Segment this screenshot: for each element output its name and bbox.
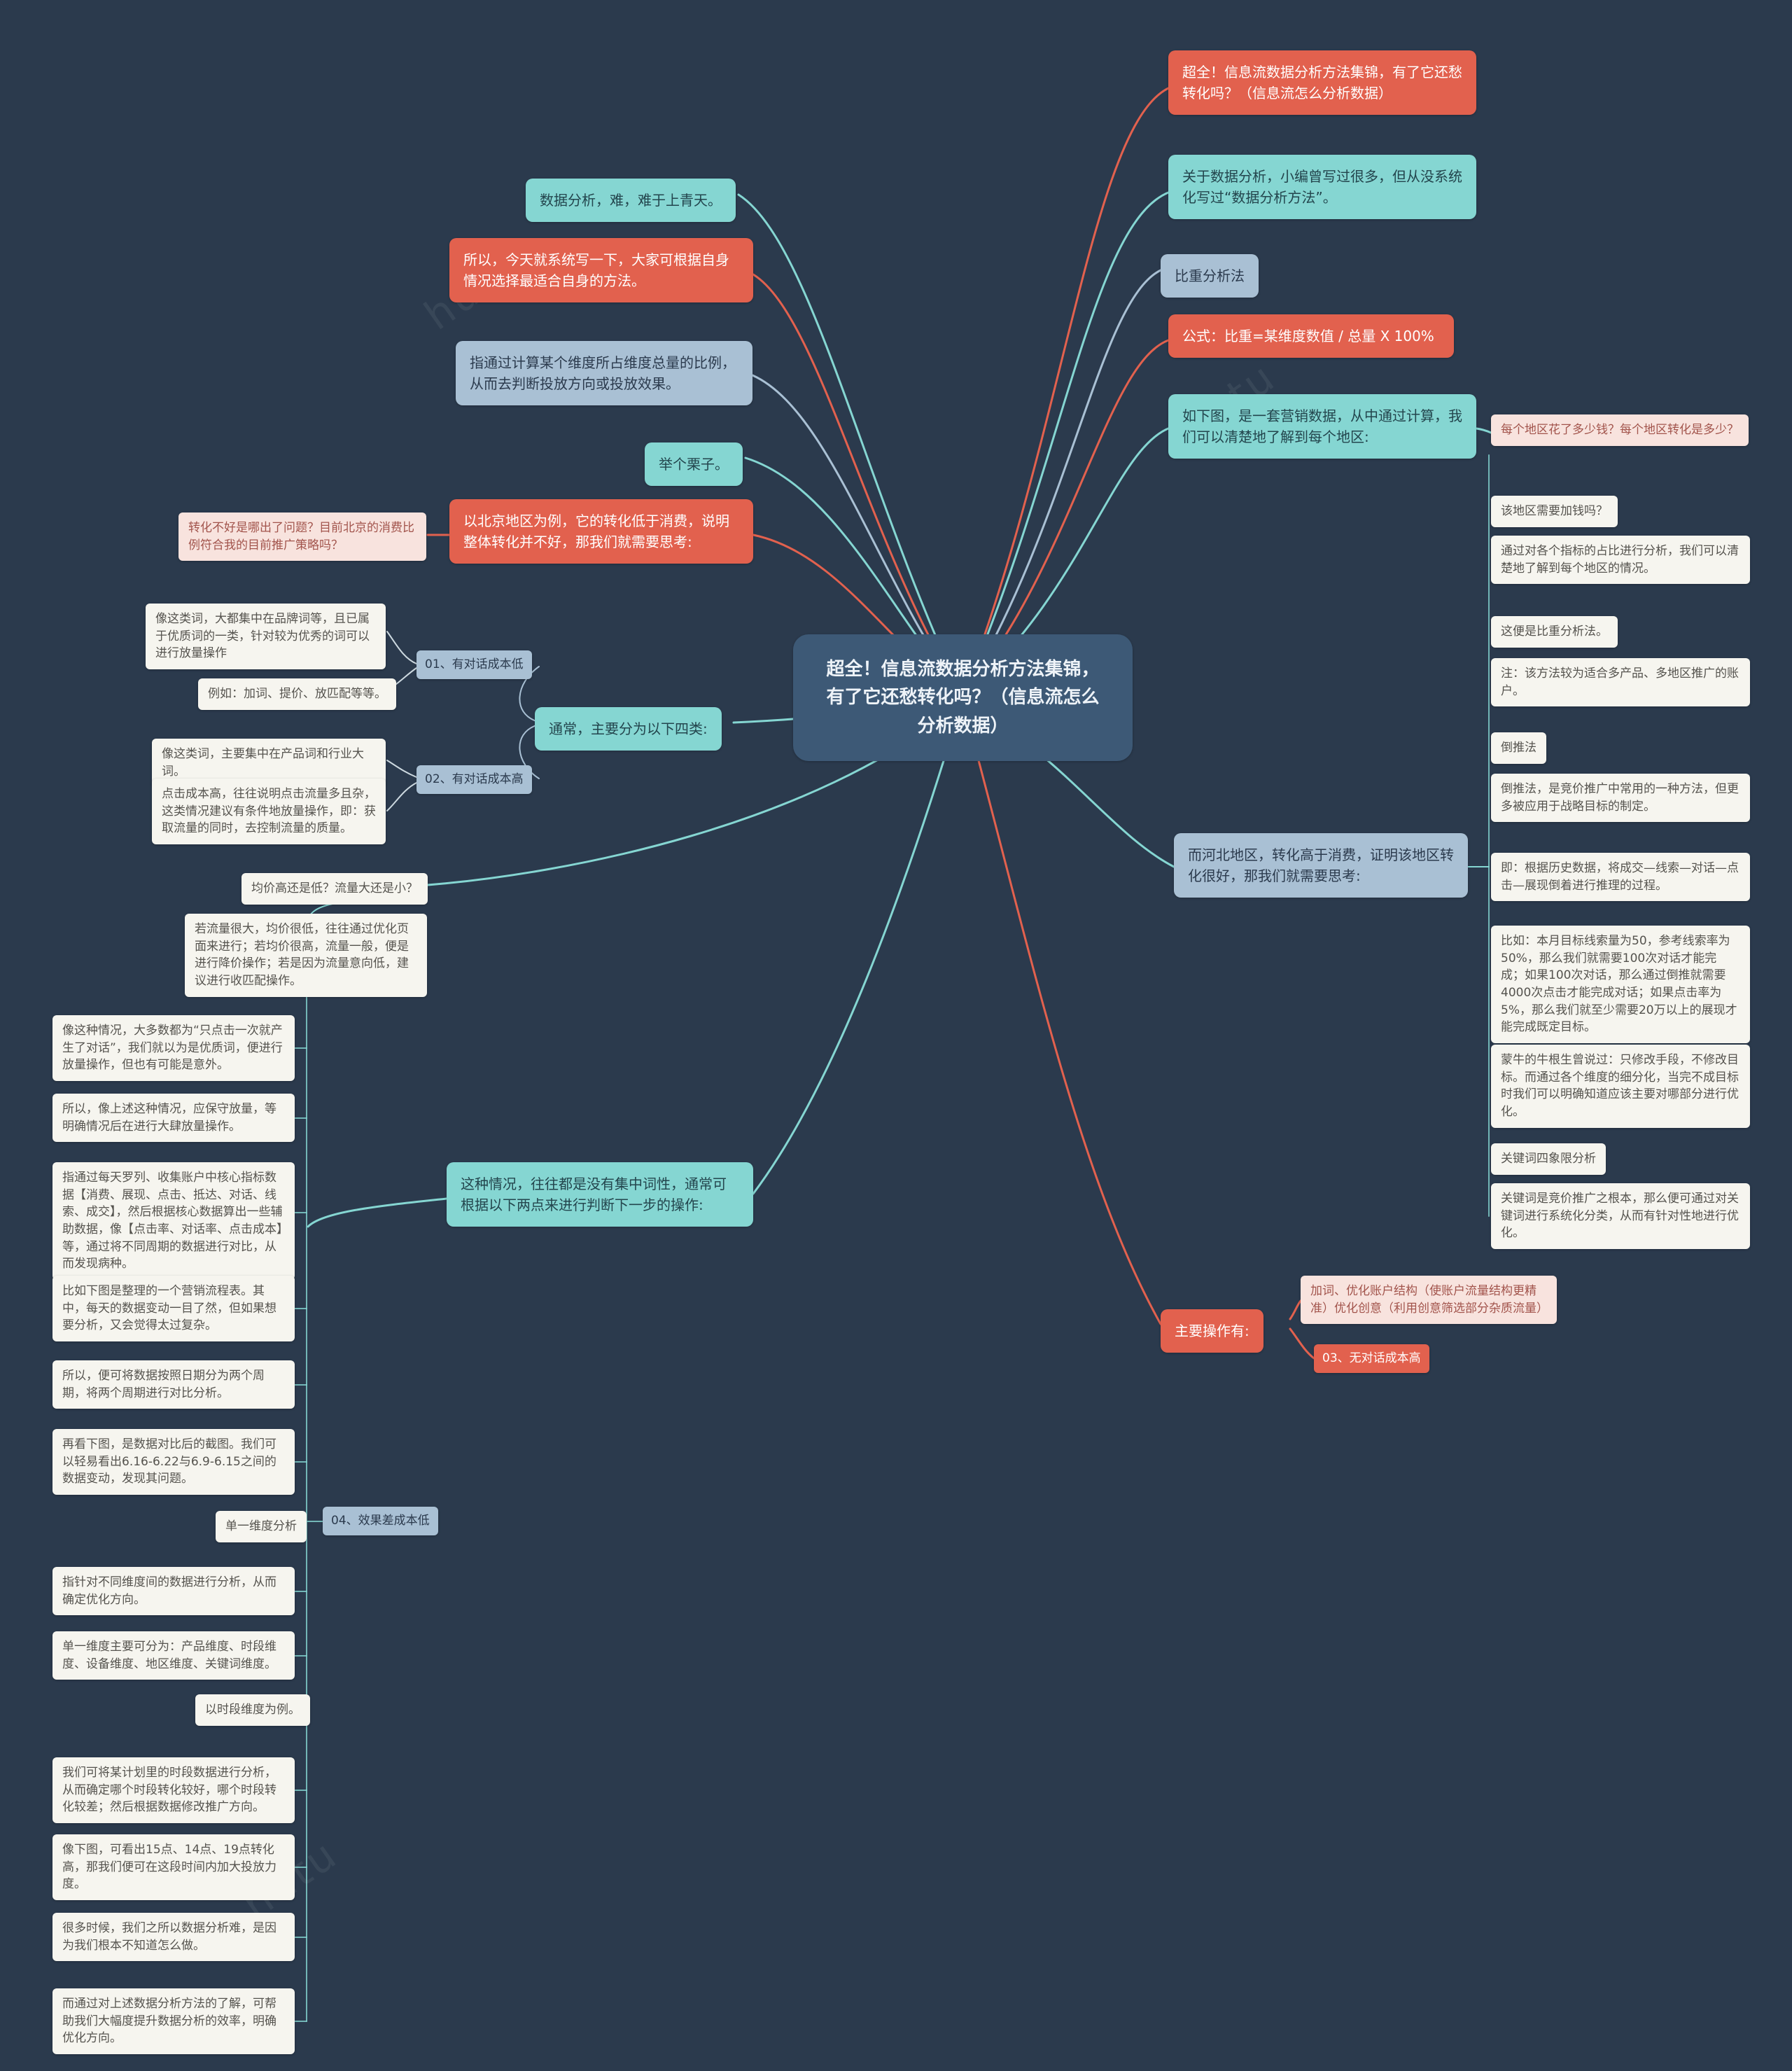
node-lizi[interactable]: 举个栗子。: [645, 442, 743, 486]
edge-center-zhezhong: [752, 702, 962, 1195]
node-improve[interactable]: 而通过对上述数据分析方法的了解，可帮助我们大幅度提升数据分析的效率，明确优化方向…: [52, 1988, 295, 2054]
node-this-is-bizhong[interactable]: 这便是比重分析法。: [1491, 616, 1618, 648]
node-note-suitable[interactable]: 注：该方法较为适合多产品、多地区推广的账户。: [1491, 658, 1750, 707]
node-daotui-desc[interactable]: 倒推法，是竞价推广中常用的一种方法，但更多被应用于战略目标的制定。: [1491, 774, 1750, 823]
edge-zhuyao-t03: [1289, 1327, 1315, 1360]
node-zhanbi[interactable]: 通过对各个指标的占比进行分析，我们可以清楚地了解到每个地区的情况。: [1491, 536, 1750, 585]
node-zhouqi[interactable]: 所以，便可将数据按照日期分为两个周期，将两个周期进行对比分析。: [52, 1360, 295, 1409]
node-1519[interactable]: 像下图，可看出15点、14点、19点转化高，那我们便可在这段时间内加大投放力度。: [52, 1834, 295, 1900]
edge-rutuxia-pink-region: [1475, 427, 1492, 434]
left-spine-stubs: [294, 1047, 323, 2022]
edge-center-zhuyao: [961, 699, 1162, 1325]
node-about[interactable]: 关于数据分析，小编曾写过很多，但从没系统化写过“数据分析方法”。: [1168, 155, 1476, 219]
node-t02-click[interactable]: 点击成本高，往往说明点击流量多且杂，这类情况建议有条件地放量操作，即：获取流量的…: [152, 779, 386, 844]
node-hebei[interactable]: 而河北地区，转化高于消费，证明该地区转化很好，那我们就需要思考:: [1174, 833, 1468, 898]
node-jihua[interactable]: 我们可将某计划里的时段数据进行分析，从而确定哪个时段转化较好，哪个时段转化较差；…: [52, 1757, 295, 1823]
edge-four-t01: [519, 666, 540, 722]
node-daotui-example[interactable]: 比如：本月目标线索量为50，参考线索率为50%，那么我们就需要100次对话才能完…: [1491, 926, 1750, 1043]
node-t02[interactable]: 02、有对话成本高: [416, 765, 532, 794]
node-keyword-root[interactable]: 关键词是竞价推广之根本，那么便可通过对关键词进行系统化分类，从而有针对性地进行优…: [1491, 1183, 1750, 1249]
node-pink-beijing[interactable]: 转化不好是哪出了问题？目前北京的消费比例符合我的目前推广策略吗？: [178, 512, 426, 562]
node-duibi[interactable]: 再看下图，是数据对比后的截图。我们可以轻易看出6.16-6.22与6.9-6.1…: [52, 1429, 295, 1495]
node-zhuyao[interactable]: 主要操作有:: [1161, 1309, 1264, 1353]
node-t03[interactable]: 03、无对话成本高: [1314, 1344, 1429, 1373]
node-title-top[interactable]: 超全！信息流数据分析方法集锦，有了它还愁转化吗？（信息流怎么分析数据）: [1168, 50, 1476, 115]
edge-center-about: [961, 191, 1170, 697]
node-weidu-types[interactable]: 单一维度主要可分为：产品维度、时段维度、设备维度、地区维度、关键词维度。: [52, 1631, 295, 1680]
node-center[interactable]: 超全！信息流数据分析方法集锦，有了它还愁转化吗？（信息流怎么分析数据）: [793, 634, 1133, 761]
node-four-types[interactable]: 通常，主要分为以下四类:: [535, 707, 722, 751]
edge-center-nan: [737, 193, 964, 697]
node-liucheng[interactable]: 比如下图是整理的一个营销流程表。其中，每天的数据变动一目了然，但如果想要分析，又…: [52, 1276, 295, 1341]
node-t04[interactable]: 04、效果差成本低: [323, 1507, 438, 1535]
edge-center-suoyi: [752, 273, 964, 697]
node-hard[interactable]: 很多时候，我们之所以数据分析难，是因为我们根本不知道怎么做。: [52, 1913, 295, 1962]
edge-center-title-top: [961, 87, 1170, 697]
edge-t01-brand: [386, 631, 417, 664]
node-t01-brand[interactable]: 像这类词，大都集中在品牌词等，且已属于优质词的一类，针对较为优秀的词可以进行放量…: [146, 604, 386, 669]
edge-center-bizhongfa: [961, 269, 1162, 697]
node-pink-region[interactable]: 每个地区花了多少钱？每个地区转化是多少？: [1491, 414, 1749, 446]
node-bizhongfa[interactable]: 比重分析法: [1161, 254, 1259, 298]
node-beijing[interactable]: 以北京地区为例，它的转化低于消费，说明整体转化并不好，那我们就需要思考:: [449, 499, 753, 564]
edge-four-t02: [519, 725, 540, 779]
node-mengniu[interactable]: 蒙牛的牛根生曾说过：只修改手段，不修改目标。而通过各个维度的细分化，当完不成目标…: [1491, 1045, 1750, 1128]
node-need-money[interactable]: 该地区需要加钱吗？: [1491, 496, 1618, 527]
node-junjia[interactable]: 均价高还是低？流量大还是小？: [241, 873, 428, 905]
node-dianji-once[interactable]: 像这种情况，大多数都为“只点击一次就产生了对话”，我们就以为是优质词，便进行放量…: [52, 1015, 295, 1081]
node-danyi-weidu[interactable]: 单一维度分析: [216, 1511, 307, 1542]
node-formula[interactable]: 公式：比重=某维度数值 / 总量 X 100%: [1168, 314, 1454, 358]
node-t01[interactable]: 01、有对话成本低: [416, 650, 532, 679]
edge-t02-word: [386, 760, 417, 778]
node-rutuxia[interactable]: 如下图，是一套营销数据，从中通过计算，我们可以清楚地了解到每个地区:: [1168, 394, 1476, 459]
node-nan[interactable]: 数据分析，难，难于上青天。: [526, 179, 736, 222]
node-jiaci[interactable]: 加词、优化账户结构（使账户流量结构更精准）优化创意（利用创意筛选部分杂质流量）: [1301, 1276, 1557, 1325]
edge-t02-click: [386, 782, 417, 811]
edge-zhezhong-left-spine: [307, 1197, 448, 1228]
node-zhitong[interactable]: 指通过计算某个维度所占维度总量的比例，从而去判断投放方向或投放效果。: [456, 341, 752, 405]
node-baoshou[interactable]: 所以，像上述这种情况，应保守放量，等明确情况后在进行大肆放量操作。: [52, 1094, 295, 1143]
node-suoyi-today[interactable]: 所以，今天就系统写一下，大家可根据自身情况选择最适合自身的方法。: [449, 238, 753, 302]
node-weidu-def[interactable]: 指针对不同维度间的数据进行分析，从而确定优化方向。: [52, 1567, 295, 1616]
node-daotuifa[interactable]: 倒推法: [1491, 732, 1546, 764]
node-t01-example[interactable]: 例如：加词、提价、放匹配等等。: [198, 678, 396, 710]
node-daotui-ji[interactable]: 即：根据历史数据，将成交—线索—对话—点击—展现倒着进行推理的过程。: [1491, 853, 1750, 902]
node-luolie[interactable]: 指通过每天罗列、收集账户中核心指标数据【消费、展现、点击、抵达、对话、线索、成交…: [52, 1162, 295, 1280]
edge-zhuyao-jiaci: [1289, 1299, 1302, 1320]
node-keyword-quadrant[interactable]: 关键词四象限分析: [1491, 1143, 1606, 1175]
node-zhezhong[interactable]: 这种情况，往往都是没有集中词性，通常可根据以下两点来进行判断下一步的操作:: [447, 1162, 753, 1227]
node-ruoliu[interactable]: 若流量很大，均价很低，往往通过优化页面来进行；若均价很高，流量一般，便是进行降价…: [185, 914, 427, 997]
node-shiduan-eg[interactable]: 以时段维度为例。: [195, 1694, 310, 1726]
